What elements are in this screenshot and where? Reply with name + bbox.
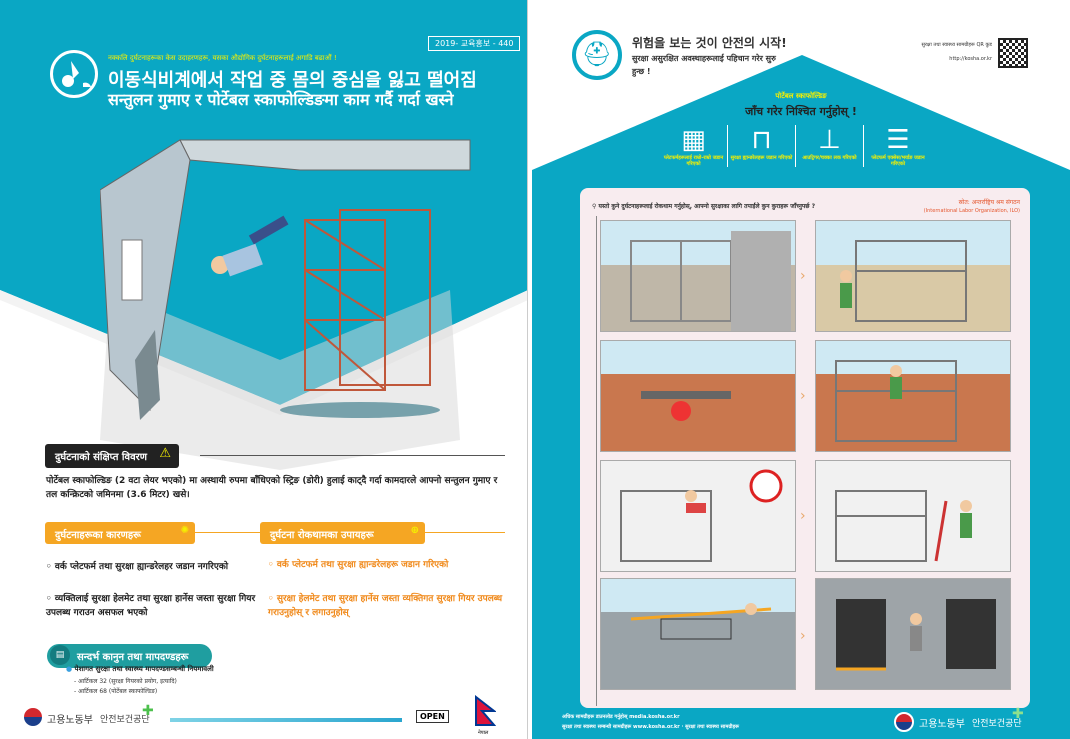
check-label: सुरक्षा ह्यान्डरेलहरू जडान गरिएको [730,155,793,161]
law-header-label: सन्दर्भ कानुन तथा मापदण्डहरू [77,652,189,663]
source-english: (International Labor Organization, ILO) [923,208,1020,214]
cause-item: ◦ व्यक्तिलाई सुरक्षा हेलमेट तथा सुरक्षा … [46,594,256,618]
summary-text: पोर्टेबल स्काफोल्डिङ (2 वटा लेयर भएको) म… [46,476,498,500]
right-poster-page: ⛑ 위험을 보는 것이 안전의 시작! सुरक्षा असुरक्षित अव… [532,0,1070,739]
open-license-badge: OPEN [416,710,449,723]
unsafe-scene-2 [600,340,796,452]
check-label: प्लेटफर्म एक्सेस/भर्याङ जडान गरिएको [871,155,925,167]
flag-label: नेपाल [478,730,489,736]
handrail-icon: ⊓ [751,125,772,155]
prevention-header-label: दुर्घटना रोकथामका उपायहरू [270,530,374,541]
left-poster-page: 2019- 교육홍보 - 440 नक्कलि दुर्घटनाहरूका के… [0,0,528,739]
unsafe-scene-4 [600,578,796,690]
qr-code[interactable] [998,38,1028,68]
check-label: प्लेटफर्महरूलाई राम्रो-राम्रो जडान गरिएक… [663,155,724,167]
check-label: आउट्रिगर/चक्का लक गरिएको [802,155,857,161]
falling-person-icon [50,50,98,98]
arrow-right-icon: › [800,268,806,284]
summary-header-label: दुर्घटनाको संक्षिप्त विवरण [55,452,147,463]
plus-circle-icon: ⊕ [410,525,419,536]
prevention-item: ◦ वर्क प्लेटफर्म तथा सुरक्षा ह्यान्डरेलह… [268,560,449,570]
footer-bar [170,718,402,722]
headline-korean: 위험을 보는 것이 안전의 시작! [632,36,787,50]
title-nepali: सन्तुलन गुमाए र पोर्टेबल स्काफोल्डिङमा क… [108,90,454,109]
timeline-line [596,216,597,706]
unsafe-scene-3 [600,460,796,572]
law-item: ● पेशागत सुरक्षा तथा स्वास्थ्य मापदण्डसम… [66,665,214,673]
check-item-ladder: ☰प्लेटफर्म एक्सेस/भर्याङ जडान गरिएको [864,125,932,167]
footer-line-1: अधिक सामग्रीहरू डाउनलोड गर्नुहोस् media.… [562,714,680,720]
alarm-light-icon: ✺ [180,525,189,536]
cause-item: ◦ वर्क प्लेटफर्म तथा सुरक्षा ह्यान्डरेलह… [46,562,229,572]
check-items: ▦प्लेटफर्महरूलाई राम्रो-राम्रो जडान गरिए… [660,125,932,167]
causes-header: दुर्घटनाहरूका कारणहरू ✺ [45,522,195,544]
qr-label: सुरक्षा तथा स्वास्थ्य सामग्रीहरू QR कुड [921,42,992,48]
headline-nepali: सुरक्षा असुरक्षित अवस्थाहरूलाई पहिचान गर… [632,54,776,76]
law-sub-item: - आर्टिकल 68 (पोर्टेबल स्काफोल्डिङ) [74,688,158,695]
law-book-icon: ▤ [50,645,70,665]
house-subtitle: पोर्टेबल स्काफोल्डिङ [775,92,827,100]
law-sub-item: - आर्टिकल 32 (सुरक्षा गियरको प्रयोग, इत्… [74,678,177,685]
check-item-outrigger: ⊥आउट्रिगर/चक्का लक गरिएको [796,125,864,167]
scenario-panel: ⚲ यस्तो कुने दुर्घटनाहरूलाई रोकथाम गर्नु… [580,188,1030,708]
check-item-handrail: ⊓सुरक्षा ह्यान्डरेलहरू जडान गरिएको [728,125,796,167]
warning-icon: ⚠ [159,446,171,461]
accident-illustration [100,139,471,420]
arrow-right-icon: › [800,508,806,524]
ladder-icon: ☰ [886,125,910,155]
qr-url: http://kosha.or.kr [949,56,992,62]
causes-header-label: दुर्घटनाहरूका कारणहरू [55,530,141,541]
safe-scene-3 [815,460,1011,572]
poster-number-tag: 2019- 교육홍보 - 440 [428,36,521,51]
jack-base-icon: ⊥ [818,125,841,155]
nepal-flag-icon [475,695,496,726]
arrow-right-icon: › [800,628,806,644]
check-item-platform: ▦प्लेटफर्महरूलाई राम्रो-राम्रो जडान गरिए… [660,125,728,167]
agency-logo-text: 안전보건공단 [972,719,1022,729]
prevention-header: दुर्घटना रोकथामका उपायहरू ⊕ [260,522,425,544]
ministry-emblem-icon [24,708,42,726]
poster-subtitle: नक्कलि दुर्घटनाहरूका केस उदाहरणहरू, यसका… [108,54,337,62]
unsafe-scene-1 [600,220,796,332]
helmet-icon: ⛑ [572,30,622,80]
divider [200,455,505,456]
house-background [532,0,1070,170]
arrow-right-icon: › [800,388,806,404]
law-header: ▤ सन्दर्भ कानुन तथा मापदण्डहरू [47,644,212,668]
footer-line-2: सुरक्षा तथा स्वास्थ्य सम्बन्धी सामग्रीहर… [562,724,739,730]
safe-scene-4 [815,578,1011,690]
agency-logo-text: 안전보건공단 [100,715,150,725]
house-title: जाँच गरेर निश्चित गर्नुहोस् ! [745,105,857,118]
safe-scene-2 [815,340,1011,452]
agency-cross-icon: ✚ [142,703,154,719]
source-nepali: स्रोत: अन्तर्राष्ट्रिय श्रम संगठन [958,199,1020,206]
ministry-logo-text: 고용노동부 [919,719,965,730]
summary-header: दुर्घटनाको संक्षिप्त विवरण ⚠ [45,444,179,468]
ministry-emblem-icon [894,712,914,732]
prevention-item: ◦ सुरक्षा हेलमेट तथा सुरक्षा हार्नेस जस्… [268,594,503,618]
ministry-logo-text: 고용노동부 [47,715,93,726]
title-korean: 이동식비계에서 작업 중 몸의 중심을 잃고 떨어짐 [108,70,477,91]
divider [195,532,260,533]
safe-scene-1 [815,220,1011,332]
divider [425,532,505,533]
platform-grid-icon: ▦ [681,125,706,155]
scenario-question: ⚲ यस्तो कुने दुर्घटनाहरूलाई रोकथाम गर्नु… [592,203,816,210]
agency-cross-icon: ✚ [1012,706,1024,722]
